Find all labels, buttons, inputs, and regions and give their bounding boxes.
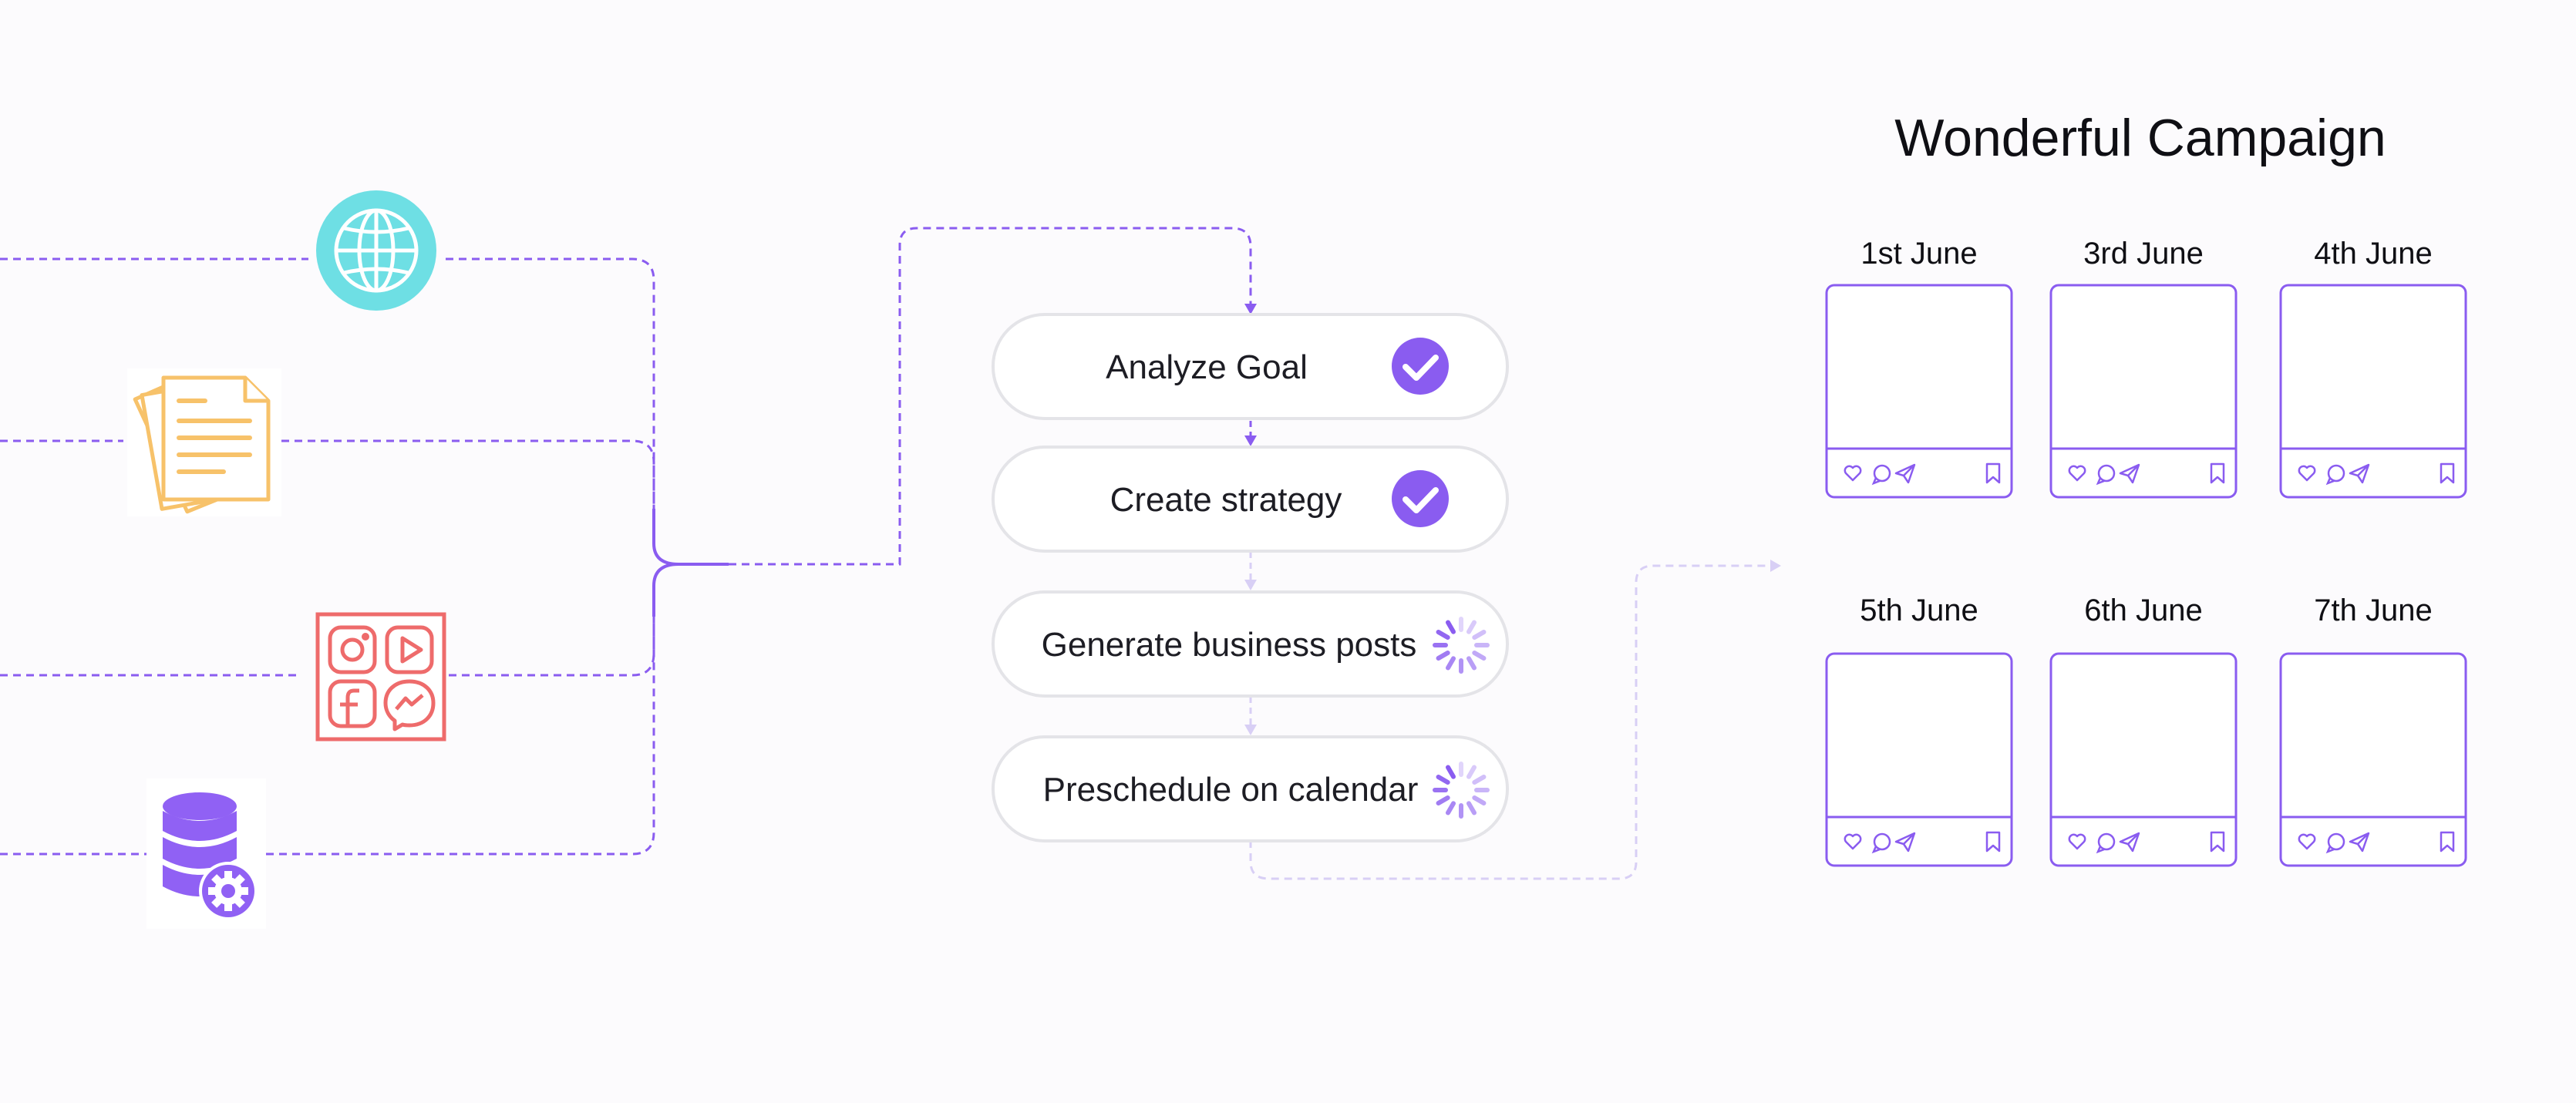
comment-icon[interactable] bbox=[2325, 464, 2345, 486]
post-date: 7th June bbox=[2314, 594, 2432, 627]
post-date: 5th June bbox=[1860, 594, 1978, 627]
post-card[interactable]: 1st June bbox=[1825, 237, 2013, 499]
comment-icon[interactable] bbox=[2325, 832, 2345, 854]
post-frame bbox=[2049, 284, 2238, 499]
bookmark-icon[interactable] bbox=[2210, 462, 2225, 484]
step-analyze-goal[interactable]: Analyze Goal bbox=[992, 313, 1509, 420]
connector-social bbox=[0, 594, 655, 677]
campaign-calendar: 1st June 3rd June 4th June 5th June 6th June… bbox=[1825, 237, 2467, 867]
globe-icon bbox=[316, 190, 436, 311]
check-icon bbox=[1392, 470, 1449, 527]
post-frame bbox=[2279, 284, 2467, 499]
comment-icon[interactable] bbox=[1871, 464, 1891, 486]
arrow-to-analyze bbox=[1244, 304, 1257, 314]
step-label: Create strategy bbox=[1110, 481, 1342, 519]
post-card[interactable]: 4th June bbox=[2279, 237, 2467, 499]
like-icon[interactable] bbox=[2068, 833, 2086, 850]
bookmark-icon[interactable] bbox=[2440, 462, 2455, 484]
comment-icon[interactable] bbox=[1871, 832, 1891, 854]
share-icon[interactable] bbox=[1894, 832, 1916, 852]
post-date: 3rd June bbox=[2083, 237, 2204, 271]
post-date: 4th June bbox=[2314, 237, 2432, 271]
connector-database bbox=[0, 594, 655, 856]
post-frame bbox=[2049, 652, 2238, 867]
loading-spinner-icon bbox=[1433, 762, 1490, 819]
arrow-to-preschedule bbox=[1244, 725, 1257, 735]
post-date: 1st June bbox=[1860, 237, 1977, 271]
check-icon bbox=[1392, 338, 1449, 395]
arrow-to-generate bbox=[1244, 580, 1257, 590]
share-icon[interactable] bbox=[2349, 832, 2370, 852]
database-settings-icon bbox=[146, 778, 266, 929]
like-icon[interactable] bbox=[2068, 465, 2086, 482]
connector-merge-to-steps bbox=[729, 227, 1252, 566]
bookmark-icon[interactable] bbox=[2210, 831, 2225, 852]
share-icon[interactable] bbox=[2349, 463, 2370, 484]
like-icon[interactable] bbox=[1844, 833, 1862, 850]
connector-documents bbox=[0, 439, 655, 543]
post-card[interactable]: 3rd June bbox=[2049, 237, 2238, 499]
post-date: 6th June bbox=[2084, 594, 2202, 627]
documents-icon bbox=[127, 368, 281, 516]
step-label: Preschedule on calendar bbox=[1043, 771, 1419, 809]
bookmark-icon[interactable] bbox=[1985, 831, 2001, 852]
source-connectors bbox=[0, 257, 655, 856]
arrow-to-calendar bbox=[1770, 560, 1781, 572]
bookmark-icon[interactable] bbox=[2440, 831, 2455, 852]
share-icon[interactable] bbox=[2119, 832, 2140, 852]
bookmark-icon[interactable] bbox=[1985, 462, 2001, 484]
like-icon[interactable] bbox=[1844, 465, 1862, 482]
comment-icon[interactable] bbox=[2096, 832, 2116, 854]
step-generate-business-posts[interactable]: Generate business posts bbox=[992, 590, 1509, 698]
loading-spinner-icon bbox=[1433, 617, 1490, 674]
step-preschedule-on-calendar[interactable]: Preschedule on calendar bbox=[992, 735, 1509, 842]
connector-globe bbox=[0, 257, 655, 543]
step-create-strategy[interactable]: Create strategy bbox=[992, 446, 1509, 553]
merge-bracket bbox=[652, 509, 729, 617]
like-icon[interactable] bbox=[2298, 465, 2316, 482]
post-card[interactable]: 6th June bbox=[2049, 594, 2238, 867]
like-icon[interactable] bbox=[2298, 833, 2316, 850]
step-label: Analyze Goal bbox=[1106, 348, 1308, 386]
post-frame bbox=[1825, 652, 2013, 867]
social-media-apps-icon bbox=[315, 612, 446, 741]
post-card[interactable]: 7th June bbox=[2279, 594, 2467, 867]
share-icon[interactable] bbox=[2119, 463, 2140, 484]
arrow-to-strategy bbox=[1244, 435, 1257, 446]
post-frame bbox=[1825, 284, 2013, 499]
post-frame bbox=[2279, 652, 2467, 867]
share-icon[interactable] bbox=[1894, 463, 1916, 484]
step-label: Generate business posts bbox=[1042, 626, 1417, 664]
comment-icon[interactable] bbox=[2096, 464, 2116, 486]
connector-steps-to-calendar bbox=[1249, 564, 1773, 880]
campaign-title: Wonderful Campaign bbox=[1894, 109, 2386, 167]
post-card[interactable]: 5th June bbox=[1825, 594, 2013, 867]
